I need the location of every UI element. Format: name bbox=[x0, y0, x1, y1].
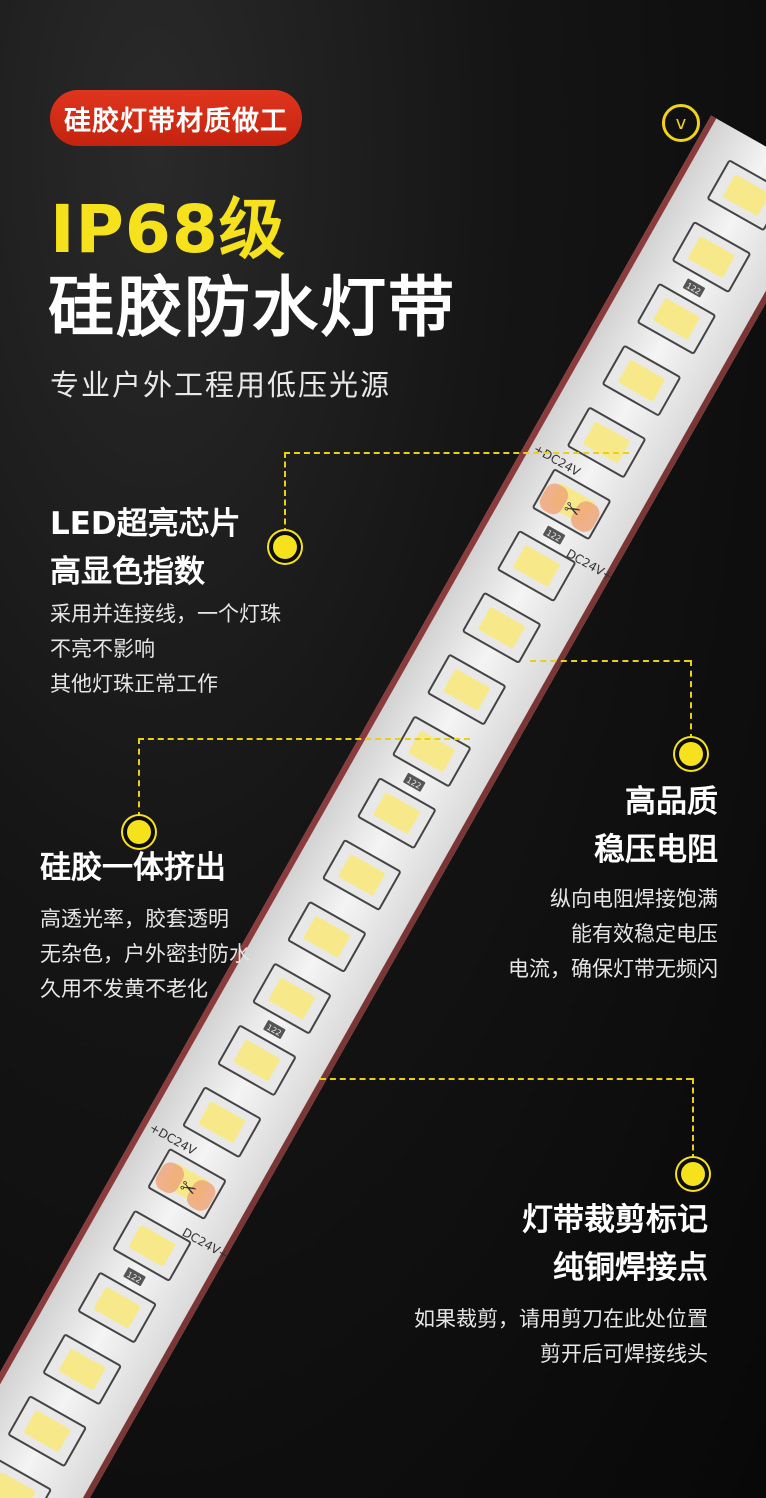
feature-cut-desc-line1: 如果裁剪，请用剪刀在此处位置 bbox=[414, 1307, 708, 1331]
feature-led-desc: 采用并连接线，一个灯珠 不亮不影响 其他灯珠正常工作 bbox=[50, 597, 281, 702]
feature-silicone-title: 硅胶一体挤出 bbox=[40, 844, 226, 892]
led-chip-phosphor bbox=[723, 174, 766, 216]
led-chip-phosphor bbox=[688, 236, 735, 278]
v-circle-icon: v bbox=[662, 104, 700, 142]
callout-line-cut-h bbox=[320, 1078, 692, 1080]
feature-resistor-title-line1: 高品质 bbox=[625, 784, 718, 820]
headline-ip68: IP68级 bbox=[50, 191, 286, 268]
feature-resistor-desc-line2: 能有效稳定电压 bbox=[571, 922, 718, 946]
callout-dot-led bbox=[273, 535, 297, 559]
led-chip-phosphor bbox=[0, 1472, 36, 1498]
callout-line-resistor-h bbox=[530, 660, 690, 662]
feature-silicone-desc-line2: 无杂色，户外密封防水 bbox=[40, 942, 250, 966]
feature-led-desc-line1: 采用并连接线，一个灯珠 bbox=[50, 602, 281, 626]
feature-silicone-desc-line3: 久用不发黄不老化 bbox=[40, 977, 208, 1001]
strip-edge-left bbox=[0, 115, 717, 1477]
led-chip-phosphor bbox=[59, 1348, 106, 1390]
feature-resistor-title: 高品质 稳压电阻 bbox=[594, 778, 718, 874]
feature-cut-title-line2: 纯铜焊接点 bbox=[553, 1250, 708, 1286]
led-chip-phosphor bbox=[128, 1225, 176, 1267]
subtitle: 专业户外工程用低压光源 bbox=[50, 368, 392, 402]
feature-resistor-title-line2: 稳压电阻 bbox=[594, 832, 718, 868]
led-chip-phosphor bbox=[408, 730, 455, 772]
led-chip-phosphor bbox=[513, 545, 560, 587]
callout-line-cut-v bbox=[692, 1078, 694, 1160]
led-chip-phosphor bbox=[198, 1101, 246, 1143]
led-chip-phosphor bbox=[338, 854, 385, 896]
feature-led-title: LED超亮芯片 高显色指数 bbox=[50, 500, 241, 596]
feature-led-desc-line3: 其他灯珠正常工作 bbox=[50, 672, 218, 696]
material-badge: 硅胶灯带材质做工 bbox=[50, 90, 302, 146]
feature-resistor-desc-line1: 纵向电阻焊接饱满 bbox=[550, 887, 718, 911]
feature-silicone-desc-line1: 高透光率，胶套透明 bbox=[40, 907, 229, 931]
feature-silicone-desc: 高透光率，胶套透明 无杂色，户外密封防水 久用不发黄不老化 bbox=[40, 902, 250, 1007]
feature-led-title-line2: 高显色指数 bbox=[50, 554, 205, 590]
led-chip-phosphor bbox=[373, 792, 420, 834]
headline-product: 硅胶防水灯带 bbox=[48, 269, 456, 346]
feature-cut-desc: 如果裁剪，请用剪刀在此处位置 剪开后可焊接线头 bbox=[414, 1302, 708, 1372]
led-chip-phosphor bbox=[93, 1287, 141, 1329]
led-chip-phosphor bbox=[653, 298, 700, 340]
led-chip-phosphor bbox=[268, 978, 315, 1020]
feature-silicone-title-line1: 硅胶一体挤出 bbox=[40, 850, 226, 886]
led-chip-phosphor bbox=[233, 1039, 281, 1081]
led-chip-phosphor bbox=[24, 1410, 71, 1452]
led-chip-phosphor bbox=[618, 360, 665, 402]
callout-line-silicone-v bbox=[138, 738, 140, 818]
resistor bbox=[543, 525, 566, 545]
resistor bbox=[682, 278, 705, 298]
copper-pad bbox=[571, 501, 600, 532]
callout-line-led-h bbox=[284, 452, 629, 454]
callout-dot-cut bbox=[681, 1162, 705, 1186]
copper-pad bbox=[155, 1162, 185, 1194]
feature-cut-desc-line2: 剪开后可焊接线头 bbox=[540, 1342, 708, 1366]
resistor bbox=[263, 1020, 286, 1039]
feature-resistor-desc-line3: 电流，确保灯带无频闪 bbox=[508, 957, 718, 981]
callout-dot-resistor bbox=[679, 742, 703, 766]
feature-led-desc-line2: 不亮不影响 bbox=[50, 637, 155, 661]
callout-line-silicone-h bbox=[138, 738, 470, 740]
feature-cut-title-line1: 灯带裁剪标记 bbox=[522, 1202, 708, 1238]
copper-pad bbox=[539, 483, 569, 515]
feature-cut-title: 灯带裁剪标记 纯铜焊接点 bbox=[522, 1196, 708, 1292]
callout-dot-silicone bbox=[127, 820, 151, 844]
feature-resistor-desc: 纵向电阻焊接饱满 能有效稳定电压 电流，确保灯带无频闪 bbox=[508, 882, 718, 987]
led-chip-phosphor bbox=[478, 607, 525, 649]
led-chip-phosphor bbox=[303, 916, 350, 958]
resistor bbox=[123, 1267, 146, 1287]
callout-line-led-v bbox=[284, 452, 286, 534]
copper-pad bbox=[186, 1180, 216, 1211]
resistor bbox=[403, 772, 426, 792]
feature-led-title-line1: LED超亮芯片 bbox=[50, 506, 241, 542]
led-chip-phosphor bbox=[443, 669, 490, 711]
strip-edge-right bbox=[59, 181, 766, 1498]
callout-line-resistor-v bbox=[690, 660, 692, 740]
